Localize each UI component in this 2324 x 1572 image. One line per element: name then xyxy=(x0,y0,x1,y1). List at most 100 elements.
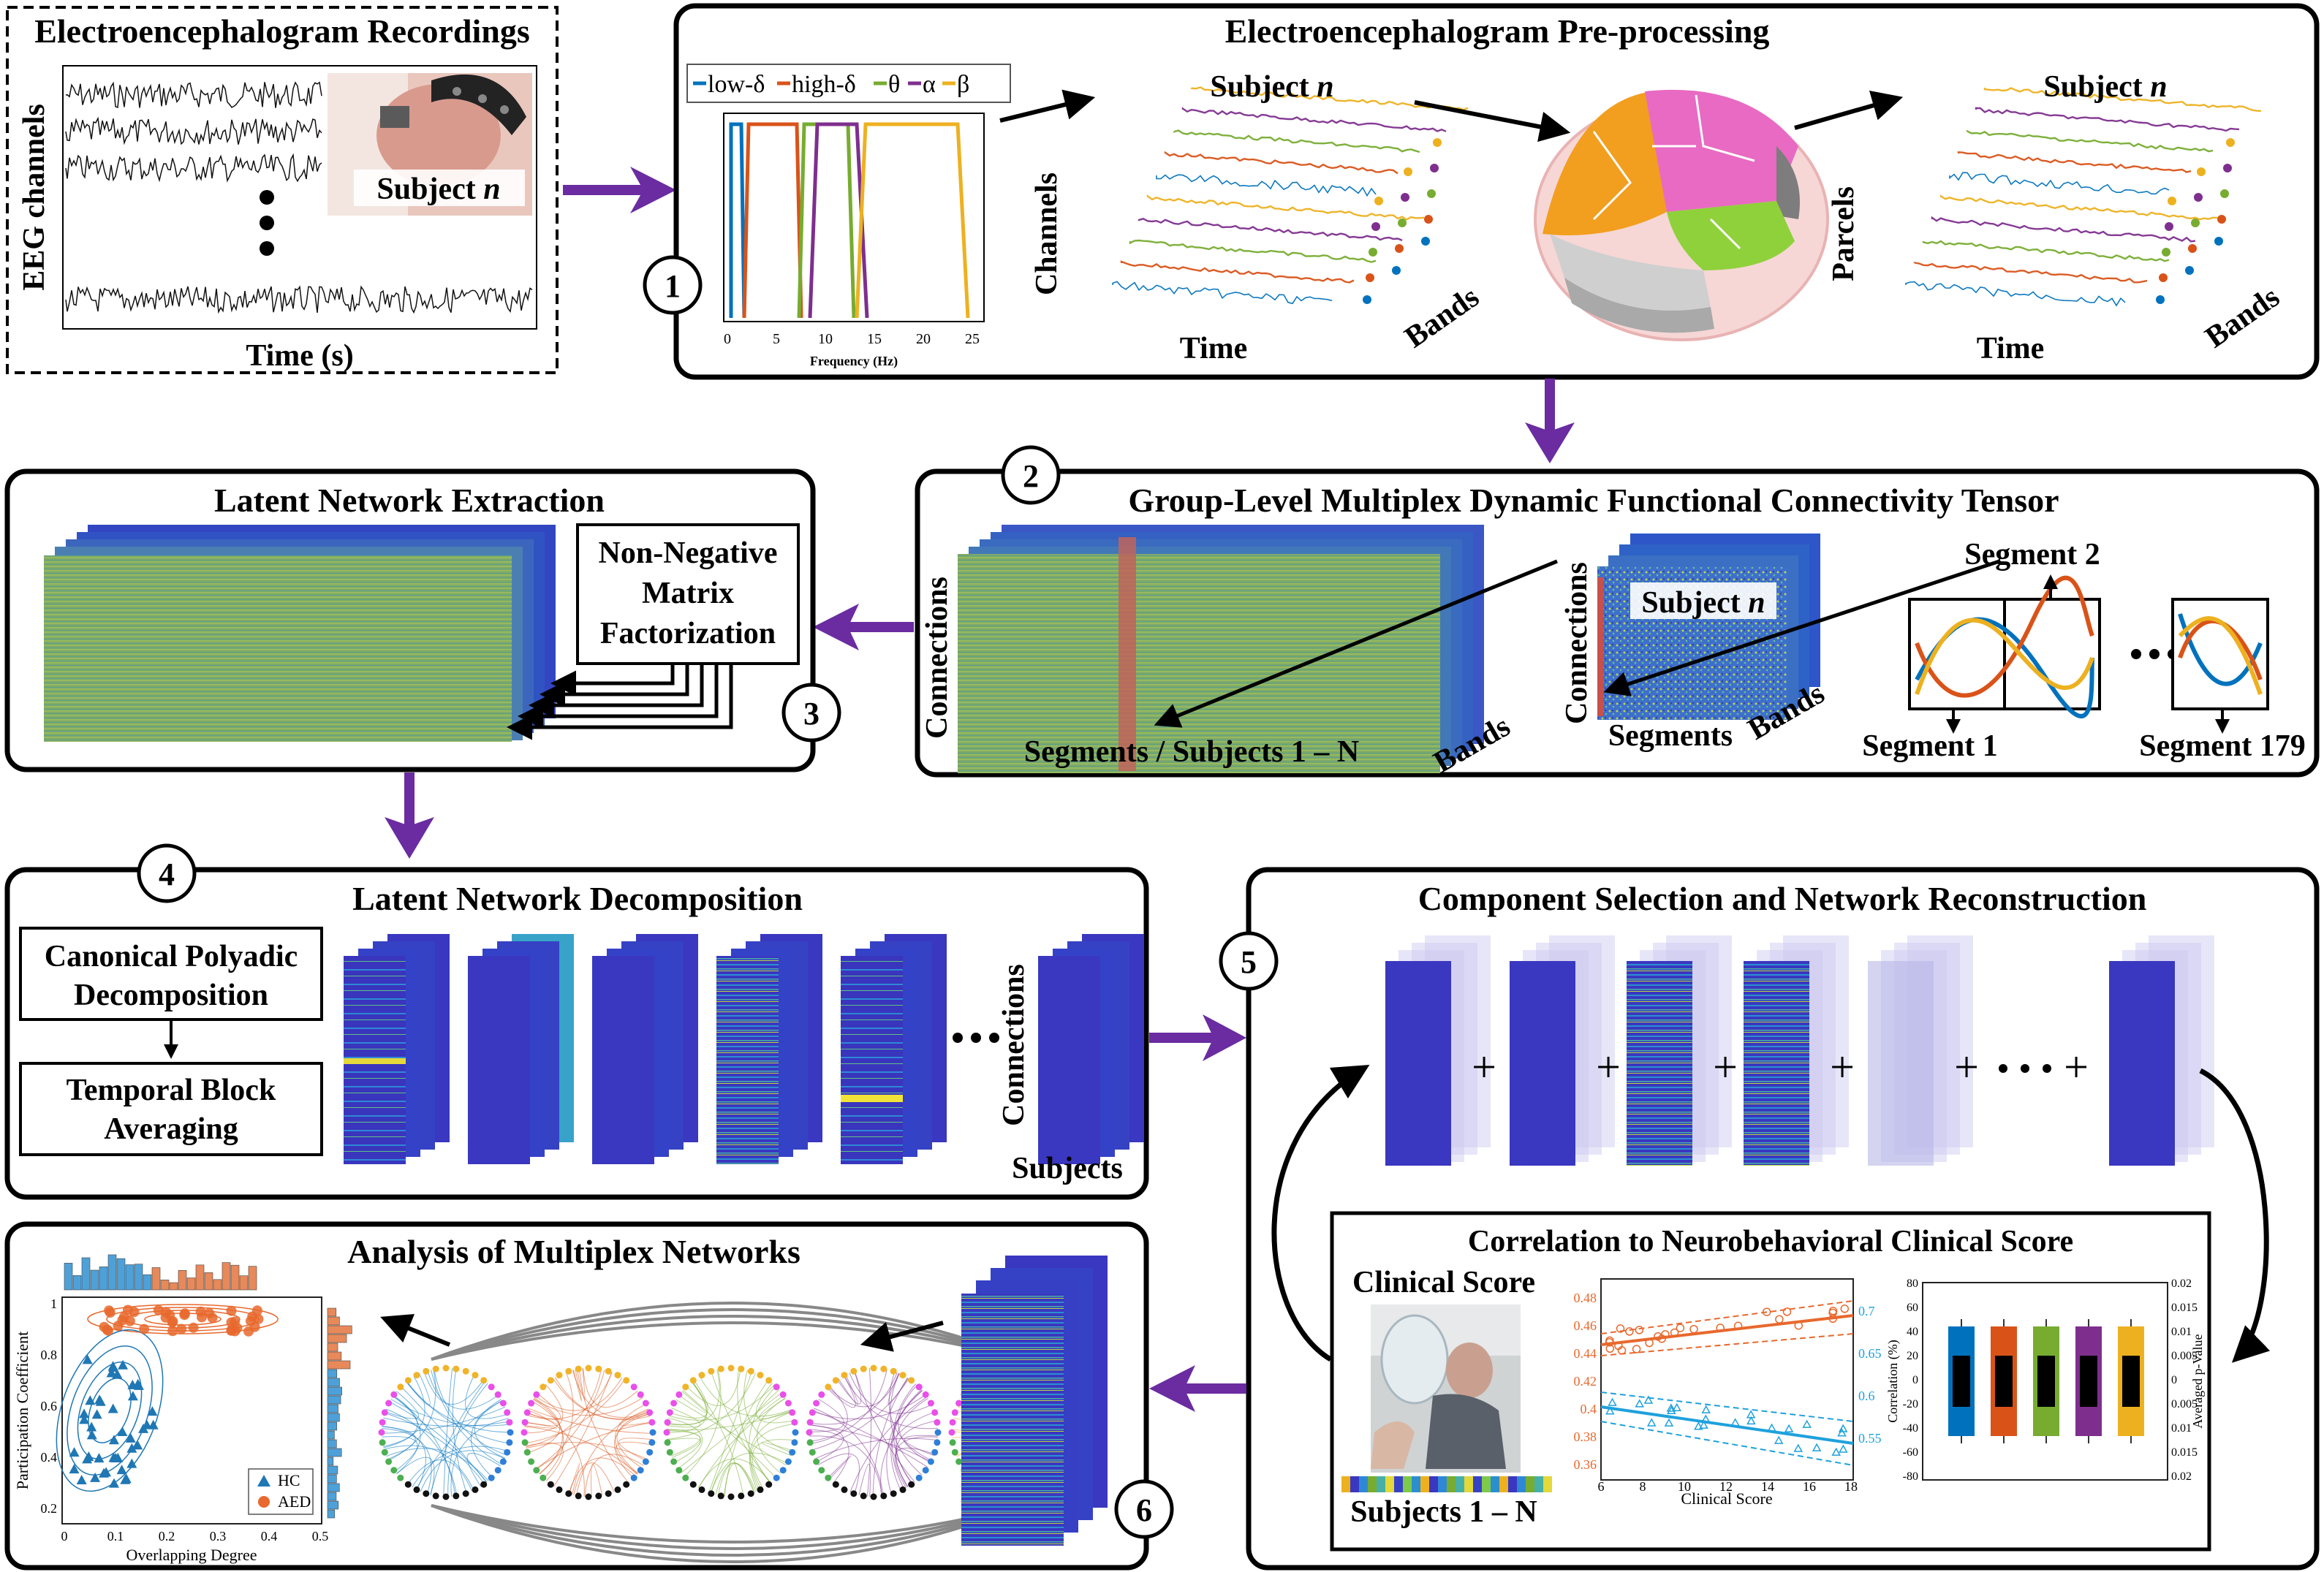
network-node xyxy=(809,1448,816,1456)
network-node xyxy=(575,1492,582,1500)
hc-point xyxy=(1802,1419,1812,1428)
network-node xyxy=(506,1439,513,1446)
network-node xyxy=(792,1429,799,1436)
hist-bar xyxy=(327,1474,337,1484)
network-edge xyxy=(406,1381,510,1444)
aed-point xyxy=(1616,1324,1625,1333)
aed-point xyxy=(1676,1324,1685,1332)
extraction-title: Latent Network Extraction xyxy=(214,482,605,519)
network-node xyxy=(499,1400,507,1407)
analysis-xlabel: Overlapping Degree xyxy=(126,1546,257,1564)
network-edge xyxy=(809,1399,844,1432)
network-edge xyxy=(523,1384,564,1434)
network-edge xyxy=(554,1377,651,1421)
network-node xyxy=(934,1439,941,1446)
network-node xyxy=(494,1467,501,1474)
network-edge xyxy=(717,1462,754,1496)
box-y2tick: 0.015 xyxy=(2171,1302,2198,1314)
component-matrix xyxy=(1868,961,1934,1166)
subject-swatch xyxy=(1517,1476,1526,1492)
box-ytick: -20 xyxy=(1903,1398,1918,1410)
network-node xyxy=(949,1419,956,1426)
network-edge xyxy=(757,1397,786,1474)
component-matrix xyxy=(1627,961,1692,1166)
network-edge xyxy=(568,1457,636,1494)
network-node xyxy=(922,1391,929,1398)
analysis-xtick: 0.5 xyxy=(312,1529,329,1543)
network-edge xyxy=(573,1462,615,1495)
network-node xyxy=(773,1474,780,1481)
network-node xyxy=(738,1492,745,1500)
band-dot xyxy=(1433,138,1442,147)
component-matrix xyxy=(2109,961,2175,1166)
network-node xyxy=(818,1467,825,1474)
band-trace xyxy=(1190,86,1469,111)
flow-arrowhead xyxy=(813,604,859,650)
subject-swatch xyxy=(1534,1476,1543,1492)
hist-bar xyxy=(327,1395,341,1405)
network-edge xyxy=(817,1453,860,1495)
network-edge xyxy=(526,1372,613,1420)
subject-swatch xyxy=(1482,1476,1491,1492)
network-edge xyxy=(814,1438,938,1459)
network-edge xyxy=(667,1410,792,1431)
band-dot xyxy=(1401,193,1409,202)
scatter-ytick: 0.42 xyxy=(1574,1374,1597,1389)
frequency-xlabel: Frequency (Hz) xyxy=(810,354,898,369)
band-trace xyxy=(1975,107,2240,132)
network-node xyxy=(915,1383,923,1391)
network-node xyxy=(488,1474,495,1481)
network-edge xyxy=(465,1374,508,1419)
network-edge xyxy=(390,1399,510,1427)
network-edge xyxy=(761,1442,793,1457)
network-edge xyxy=(396,1457,435,1495)
network-node xyxy=(605,1490,612,1497)
aed-point xyxy=(176,1324,187,1334)
component-stack xyxy=(961,1256,1108,1546)
step-number: 4 xyxy=(159,857,175,892)
arrow xyxy=(1154,559,1558,728)
arrow xyxy=(999,89,1096,123)
network-edge xyxy=(711,1371,771,1484)
network-node xyxy=(934,1419,941,1426)
hist-bar xyxy=(327,1413,340,1422)
network-node xyxy=(841,1372,848,1379)
band-dot xyxy=(2165,222,2173,231)
plus-sign: + xyxy=(1596,1043,1621,1091)
subject-swatch xyxy=(1359,1476,1368,1492)
band-dot xyxy=(1427,189,1436,198)
network-edge xyxy=(383,1394,418,1447)
hist-bar xyxy=(178,1270,187,1291)
hist-bar xyxy=(327,1439,337,1448)
hc-point xyxy=(126,1443,137,1453)
hist-bar xyxy=(327,1307,337,1317)
analysis-title: Analysis of Multiplex Networks xyxy=(347,1233,800,1270)
step-number: 1 xyxy=(665,268,681,304)
hist-bar xyxy=(125,1264,135,1291)
network-edge xyxy=(427,1370,499,1410)
network-edge xyxy=(668,1417,703,1469)
hist-bar xyxy=(230,1264,240,1291)
network-node xyxy=(948,1429,955,1436)
subject-swatch xyxy=(1429,1476,1438,1492)
box-ytick: 40 xyxy=(1907,1326,1918,1338)
network-node xyxy=(642,1458,649,1465)
network-node xyxy=(480,1377,488,1384)
network-node xyxy=(880,1492,887,1500)
band-trace xyxy=(1146,194,1425,221)
network-edge xyxy=(553,1372,613,1487)
network-edge xyxy=(743,1370,792,1453)
arrow xyxy=(1603,559,2000,696)
network-node xyxy=(556,1372,563,1379)
network-edge xyxy=(423,1372,484,1405)
subject-swatch xyxy=(1526,1476,1534,1492)
network-edge xyxy=(533,1399,563,1474)
analysis-legend: HC AED xyxy=(248,1468,314,1515)
component-matrix xyxy=(1744,961,1809,1166)
interlayer-arc xyxy=(431,1504,1024,1550)
hc-point xyxy=(1746,1410,1756,1419)
hist-bar xyxy=(186,1277,196,1291)
network-node xyxy=(832,1377,839,1384)
network-node xyxy=(494,1391,501,1398)
subjects-label: Subjects 1 – N xyxy=(1350,1495,1537,1529)
